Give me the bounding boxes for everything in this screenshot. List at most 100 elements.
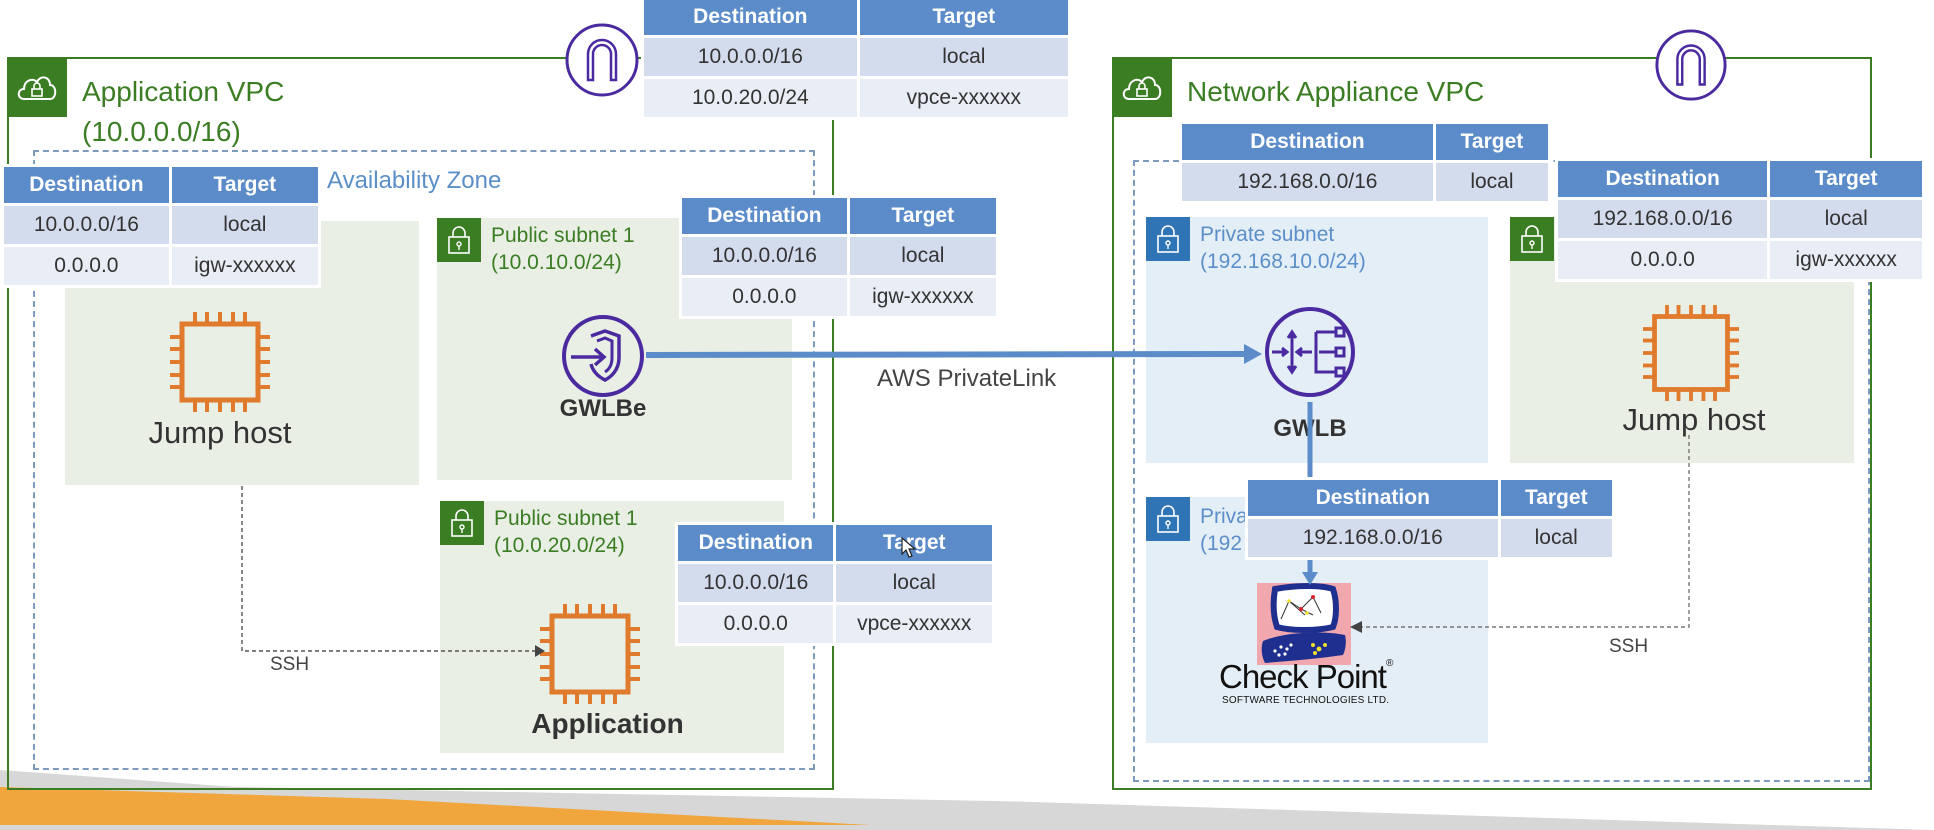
target-header: Target <box>836 525 992 561</box>
target-header: Target <box>1435 124 1548 160</box>
checkpoint-subtitle: SOFTWARE TECHNOLOGIES LTD. <box>1222 695 1390 706</box>
destination-cell: 0.0.0.0 <box>1558 241 1768 279</box>
target-cell: igw-xxxxxx <box>171 247 318 285</box>
privatelink-label: AWS PrivateLink <box>877 365 1057 392</box>
internet-gateway-icon[interactable] <box>564 22 640 98</box>
destination-header: Destination <box>644 0 857 35</box>
target-cell: igw-xxxxxx <box>1770 241 1922 279</box>
target-cell: local <box>859 38 1068 76</box>
target-cell: igw-xxxxxx <box>849 278 996 316</box>
gwlbe-label: GWLBe <box>559 395 647 422</box>
checkpoint-logo-text: Check Point® <box>1219 658 1393 696</box>
vpc-badge <box>7 57 67 117</box>
ssh-label: SSH <box>270 654 310 675</box>
gwlb-label: GWLB <box>1273 415 1347 442</box>
registered-mark: ® <box>1385 658 1393 669</box>
internet-gateway-icon[interactable] <box>1654 28 1728 102</box>
jump-host-label: Jump host <box>1622 402 1766 437</box>
jump-host-label: Jump host <box>148 415 292 450</box>
subnet-cidr: (10.0.10.0/24) <box>491 251 622 274</box>
mouse-cursor-icon <box>901 537 917 558</box>
target-header: Target <box>1770 161 1922 197</box>
target-header: Target <box>859 0 1068 35</box>
destination-cell: 10.0.0.0/16 <box>644 38 857 76</box>
destination-cell: 0.0.0.0 <box>4 247 169 285</box>
destination-cell: 0.0.0.0 <box>678 605 834 643</box>
target-cell: local <box>1500 519 1612 557</box>
destination-cell: 0.0.0.0 <box>682 278 847 316</box>
target-cell: local <box>836 564 992 602</box>
application-vpc: Application VPC (10.0.0.0/16) <box>7 57 834 790</box>
subnet-name: Public subnet 1 <box>494 507 638 530</box>
lock-icon <box>1157 225 1179 253</box>
ec2-instance-icon[interactable] <box>1642 305 1740 401</box>
ec2-instance-icon[interactable] <box>170 312 270 412</box>
lock-icon <box>451 509 473 537</box>
vpc-badge <box>1112 57 1172 117</box>
subnet-label: Public subnet 1 (10.0.10.0/24) <box>491 222 635 276</box>
vpc-cloud-lock-icon <box>17 76 57 100</box>
destination-cell: 192.168.0.0/16 <box>1182 163 1433 201</box>
network-appliance-vpc: Network Appliance VPC <box>1112 57 1872 790</box>
destination-cell: 10.0.0.0/16 <box>678 564 834 602</box>
subnet-cidr: (10.0.20.0/24) <box>494 534 625 557</box>
vpc-title: Network Appliance VPC <box>1187 76 1485 107</box>
gwlb-private-subnet: Private subnet (192.168.10.0/24) <box>1146 217 1488 463</box>
target-header: Target <box>171 167 318 203</box>
subnet-name: Public subnet 1 <box>491 224 635 247</box>
subnet-badge <box>440 501 484 545</box>
destination-cell: 192.168.0.0/16 <box>1248 519 1498 557</box>
target-cell: vpce-xxxxxx <box>836 605 992 643</box>
subnet-badge <box>437 218 481 262</box>
gateway-load-balancer-icon[interactable] <box>1264 306 1356 398</box>
gateway-load-balancer-endpoint-icon[interactable] <box>561 314 645 398</box>
subnet-label: Priva (192 <box>1200 503 1248 557</box>
vpc-cloud-lock-icon <box>1122 76 1162 100</box>
subnet-badge <box>1146 217 1190 261</box>
checkpoint-appliance-icon[interactable] <box>1257 583 1351 665</box>
vpc-cidr: (10.0.0.0/16) <box>82 116 241 147</box>
target-cell: vpce-xxxxxx <box>859 79 1068 117</box>
target-header: Target <box>1500 480 1612 516</box>
destination-header: Destination <box>678 525 834 561</box>
ec2-instance-icon[interactable] <box>535 604 645 704</box>
lock-icon <box>1521 225 1543 253</box>
subnet-label: Private subnet (192.168.10.0/24) <box>1200 221 1366 275</box>
lock-icon <box>448 226 470 254</box>
destination-header: Destination <box>1558 161 1768 197</box>
ssh-label: SSH <box>1609 636 1649 657</box>
vpc-title: Application VPC <box>82 76 285 107</box>
destination-cell: 10.0.0.0/16 <box>4 206 169 244</box>
target-header: Target <box>849 198 996 234</box>
target-cell: local <box>849 237 996 275</box>
destination-cell: 10.0.20.0/24 <box>644 79 857 117</box>
destination-cell: 10.0.0.0/16 <box>682 237 847 275</box>
subnet-badge <box>1146 497 1190 541</box>
subnet-badge <box>1510 217 1554 261</box>
subnet-label: Public subnet 1 (10.0.20.0/24) <box>494 505 638 559</box>
